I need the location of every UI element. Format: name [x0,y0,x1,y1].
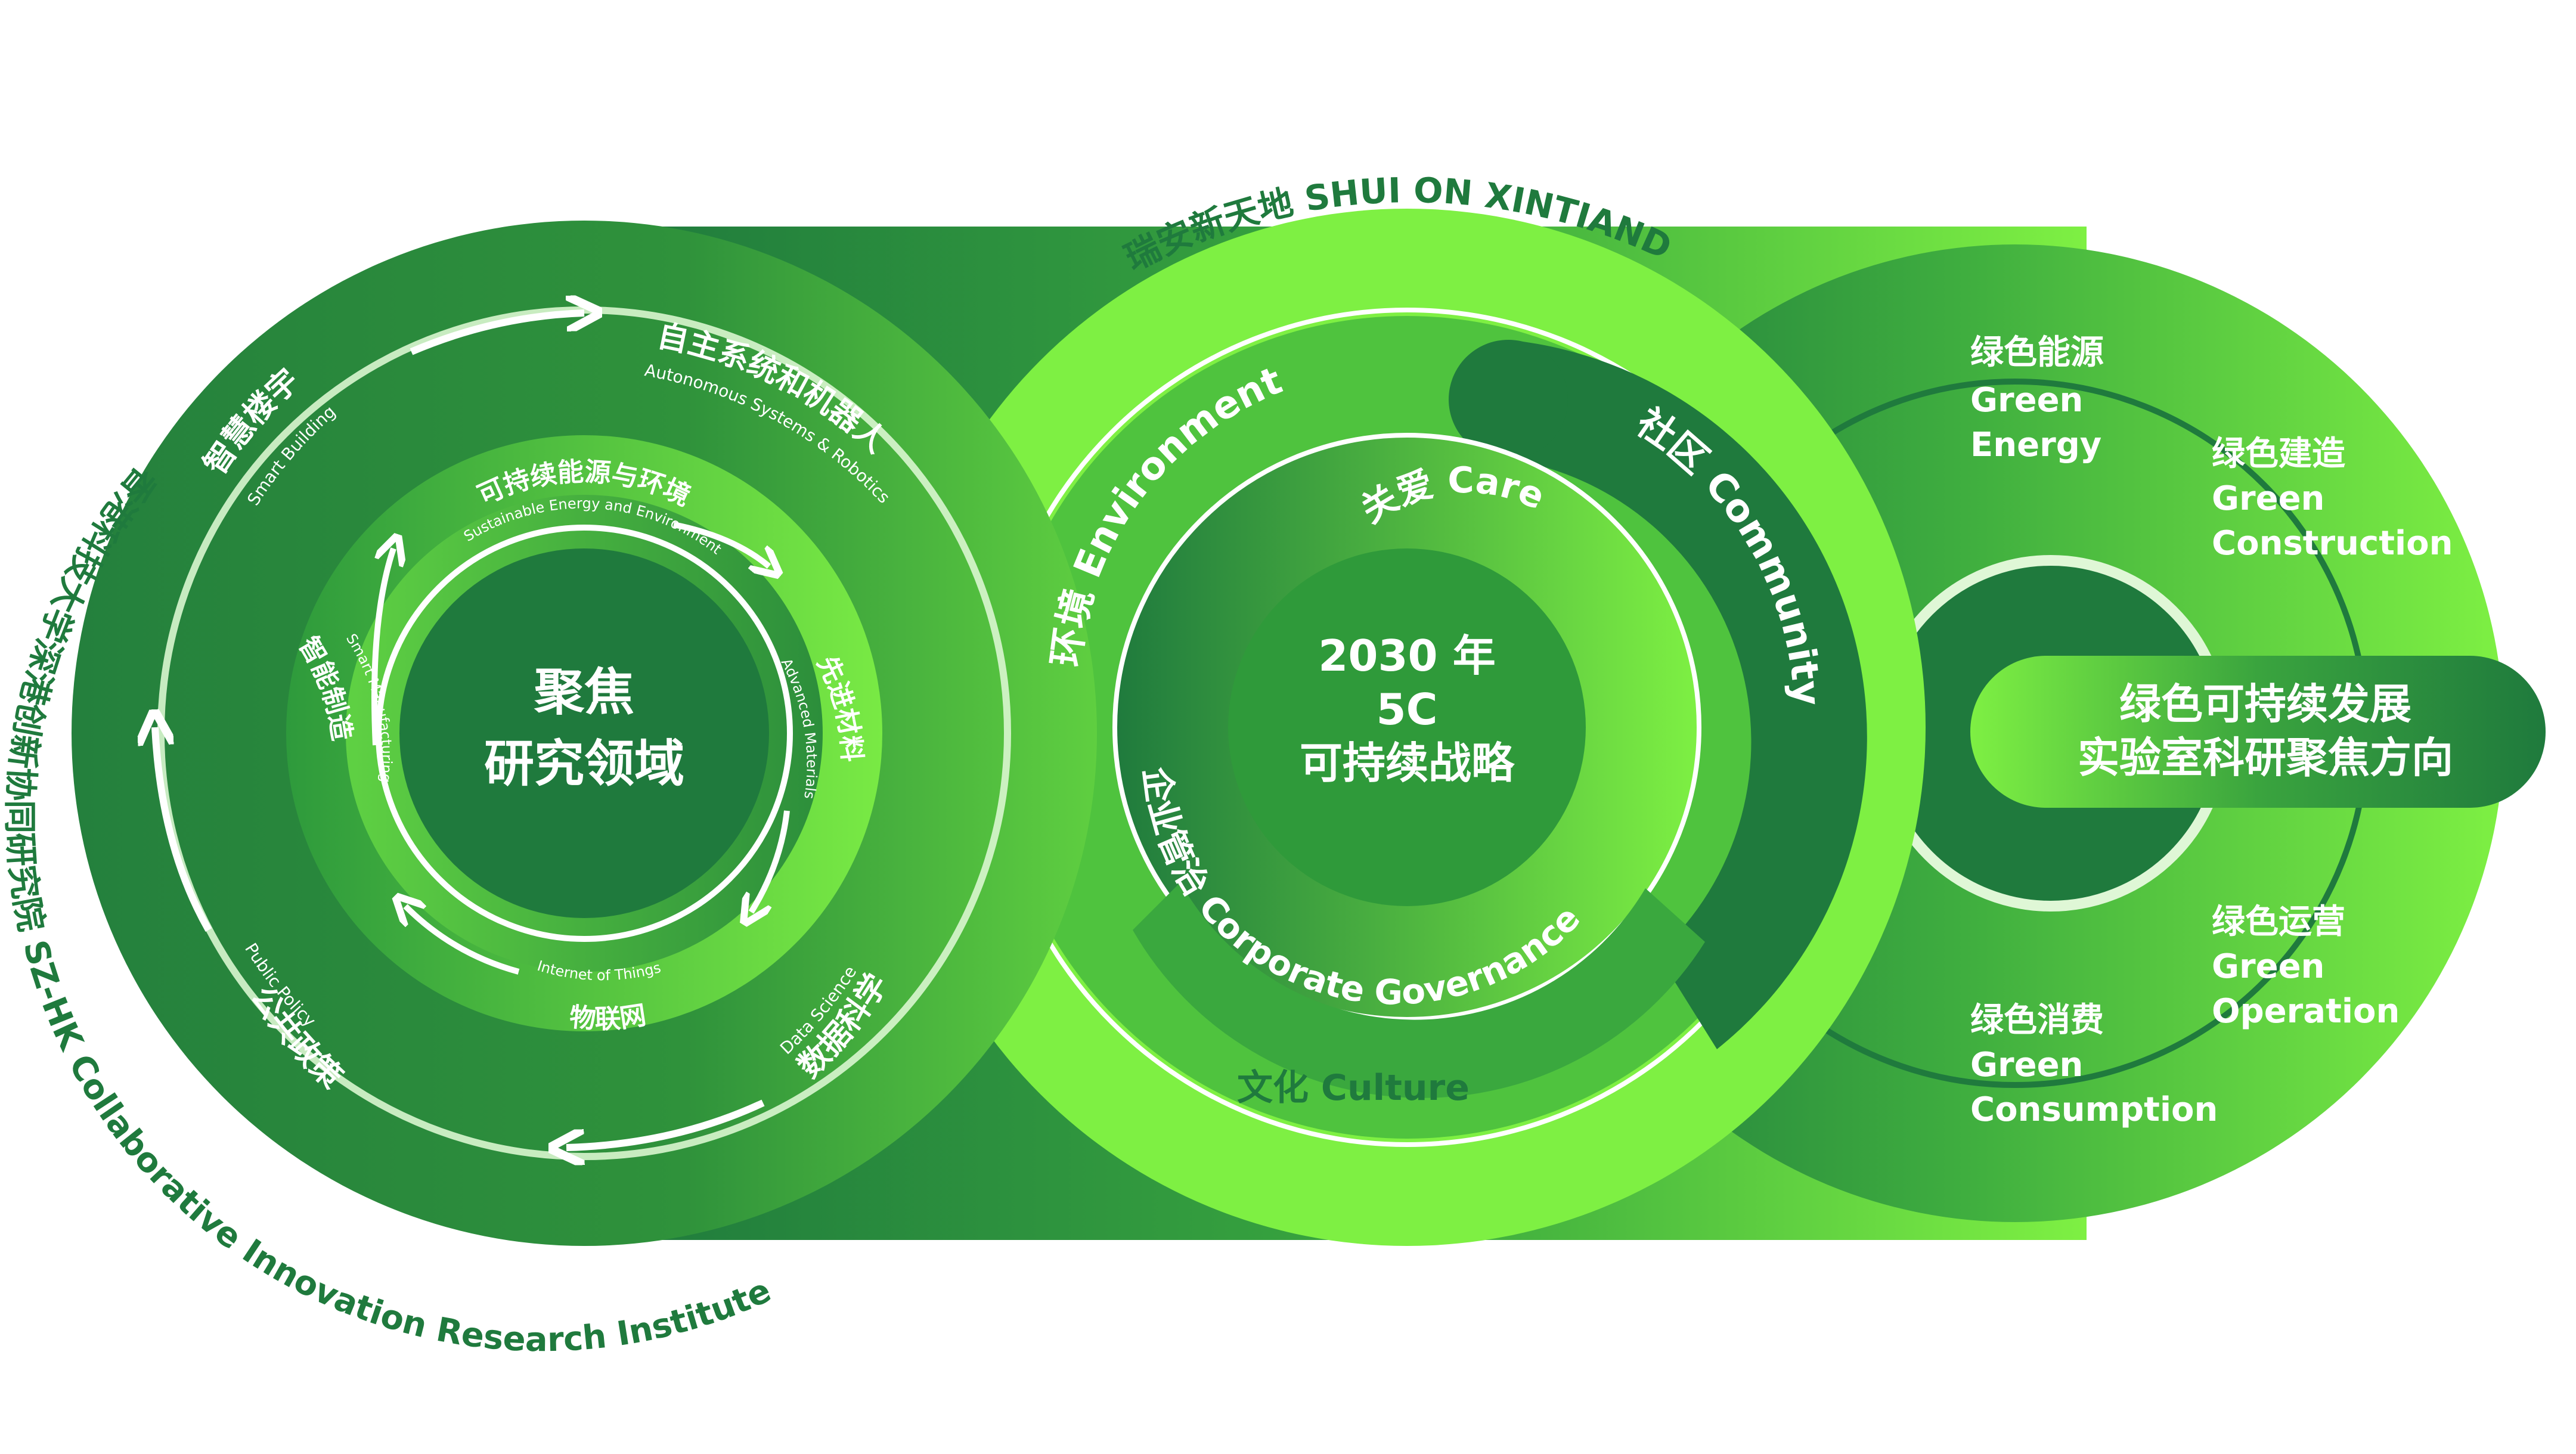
community-band [1508,340,1867,1049]
direction-green-energy: 绿色能源 Green Energy [1970,333,2104,464]
middle-center-line2: 5C [1377,684,1438,734]
direction-green-consumption-en2: Consumption [1970,1090,2218,1129]
middle-core [1228,548,1586,906]
direction-green-consumption-zh: 绿色消费 [1970,1001,2104,1040]
direction-green-energy-en1: Green [1970,381,2083,420]
arrow-left [155,727,212,932]
direction-green-construction-en1: Green [2212,479,2324,518]
left-center-line1: 聚焦 [534,663,634,721]
culture-band [1133,882,1705,1098]
left-center-line2: 研究领域 [484,734,684,793]
direction-green-construction-en2: Construction [2212,524,2453,563]
right-center-line2: 实验室科研聚焦方向 [2078,733,2453,782]
direction-green-operation: 绿色运营 Green Operation [2212,903,2400,1031]
arrow-bottom [566,1099,765,1148]
arrow-top [410,313,584,355]
arrow-inner-tl [371,548,393,746]
arrow-inner-br [751,810,790,912]
arrow-inner-bl [405,906,520,975]
right-center-pill [1970,656,2546,808]
community-band-cap [1449,340,1568,459]
left-core [399,548,769,918]
direction-green-consumption: 绿色消费 Green Consumption [1970,1001,2218,1129]
direction-green-construction-zh: 绿色建造 [2212,435,2345,473]
middle-center-line1: 2030 年 [1318,631,1495,681]
direction-green-energy-en2: Energy [1970,426,2101,464]
direction-green-operation-zh: 绿色运营 [2212,903,2345,941]
direction-green-operation-en1: Green [2212,947,2324,986]
left-inner-ring-line [376,525,793,942]
middle-center-line3: 可持续战略 [1300,738,1515,788]
direction-green-energy-zh: 绿色能源 [1970,333,2104,372]
direction-green-consumption-en1: Green [1970,1046,2083,1084]
pillar-culture: 文化 Culture [1237,1067,1470,1109]
direction-green-operation-en2: Operation [2212,992,2400,1031]
right-center-line1: 绿色可持续发展 [2119,680,2411,728]
arrow-inner-tr [673,522,769,566]
domain-iot-zh: 物联网 [568,1000,648,1034]
direction-green-construction: 绿色建造 Green Construction [2212,435,2453,563]
